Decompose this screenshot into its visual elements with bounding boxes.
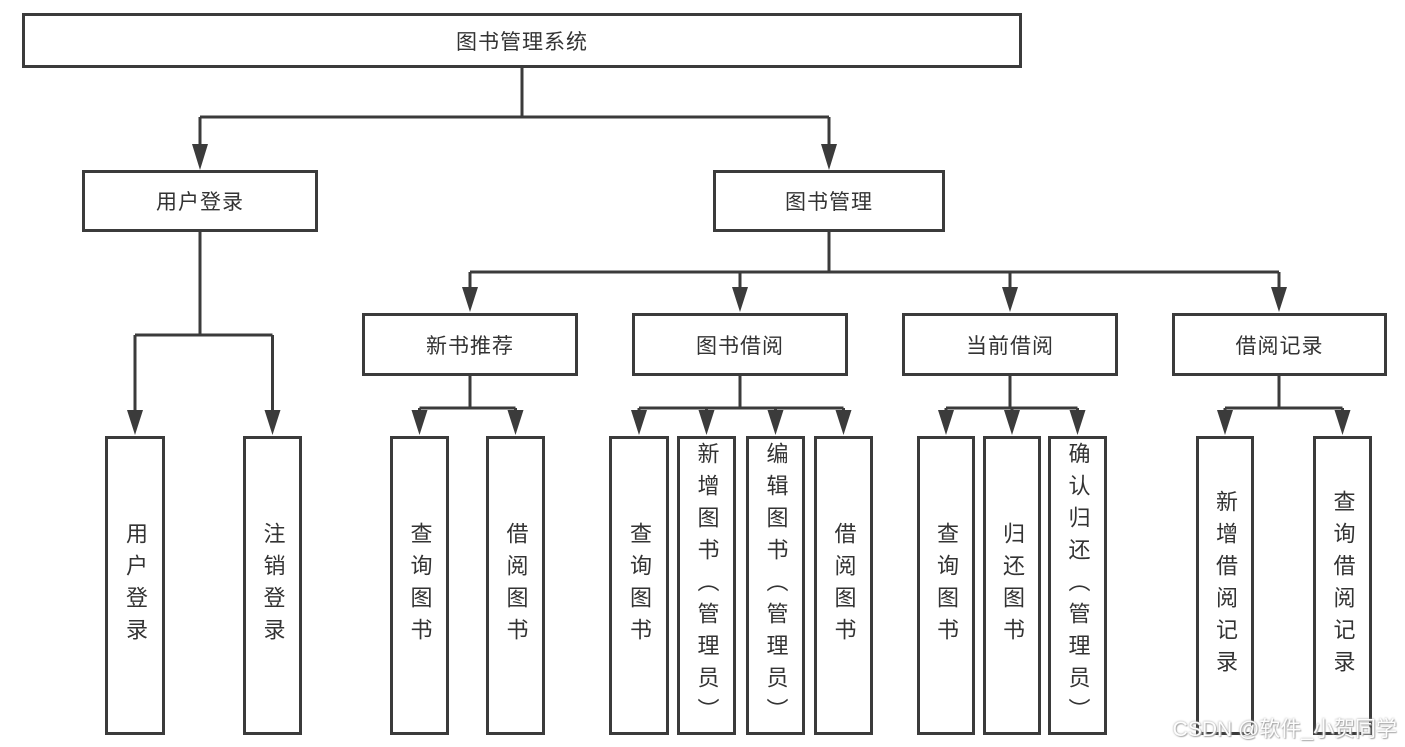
node-current-borrow: 当前借阅 xyxy=(902,313,1118,376)
node-label: 图书借阅 xyxy=(696,334,784,358)
leaf-query-books-3: 查询图书 xyxy=(917,436,975,735)
leaf-confirm-return-admin: 确认归还（管理员） xyxy=(1048,436,1107,735)
leaf-label: 归还图书 xyxy=(1000,521,1025,650)
node-label: 借阅记录 xyxy=(1235,334,1324,358)
node-borrow-records: 借阅记录 xyxy=(1172,313,1387,376)
leaf-query-books-2: 查询图书 xyxy=(609,436,669,735)
leaf-label: 查询图书 xyxy=(627,521,652,650)
leaf-label: 用户登录 xyxy=(123,521,148,650)
node-user-login: 用户登录 xyxy=(82,170,318,232)
leaf-borrow-books-1: 借阅图书 xyxy=(486,436,545,735)
leaf-label: 新增借阅记录 xyxy=(1213,489,1238,682)
leaf-query-books-1: 查询图书 xyxy=(390,436,449,735)
node-book-management: 图书管理 xyxy=(713,170,945,232)
node-label: 图书管理 xyxy=(785,191,873,214)
leaf-label: 查询图书 xyxy=(934,521,959,650)
leaf-label: 借阅图书 xyxy=(831,521,857,650)
leaf-user-login: 用户登录 xyxy=(105,436,165,735)
node-label: 新书推荐 xyxy=(426,334,514,358)
leaf-borrow-books-2: 借阅图书 xyxy=(814,436,873,735)
leaf-label: 查询图书 xyxy=(407,521,433,650)
leaf-add-borrow-record: 新增借阅记录 xyxy=(1196,436,1254,735)
leaf-query-borrow-record: 查询借阅记录 xyxy=(1313,436,1372,735)
leaf-return-books: 归还图书 xyxy=(983,436,1041,735)
leaf-label: 注销登录 xyxy=(260,521,286,650)
node-library-management-system: 图书管理系统 xyxy=(22,13,1022,68)
node-label: 图书管理系统 xyxy=(456,30,588,54)
leaf-label: 确认归还（管理员） xyxy=(1065,441,1091,730)
csdn-watermark: CSDN @软件_小贺同学 xyxy=(1172,718,1397,741)
leaf-label: 编辑图书（管理员） xyxy=(763,441,789,730)
leaf-edit-books-admin: 编辑图书（管理员） xyxy=(746,436,805,735)
leaf-logout: 注销登录 xyxy=(243,436,302,735)
arrowheads xyxy=(127,144,1351,435)
node-book-borrow: 图书借阅 xyxy=(632,313,848,376)
node-label: 当前借阅 xyxy=(966,334,1054,358)
leaf-label: 查询借阅记录 xyxy=(1330,489,1356,682)
leaf-label: 新增图书（管理员） xyxy=(694,441,720,730)
leaf-label: 借阅图书 xyxy=(503,521,529,650)
node-label: 用户登录 xyxy=(156,191,244,214)
leaf-add-books-admin: 新增图书（管理员） xyxy=(677,436,736,735)
node-new-book-recommend: 新书推荐 xyxy=(362,313,578,376)
